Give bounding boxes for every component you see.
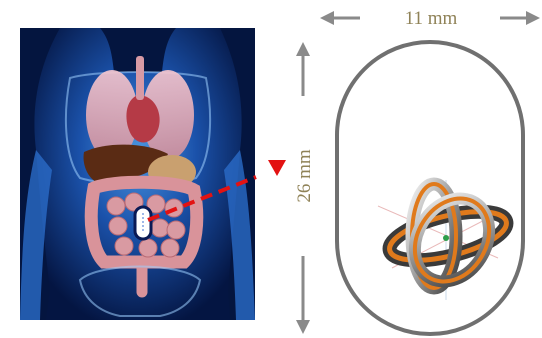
- width-label: 11 mm: [405, 8, 458, 29]
- width-arrow-right-head: [526, 11, 540, 25]
- length-label: 26 mm: [294, 149, 315, 203]
- anatomy-panel: [20, 28, 255, 320]
- trachea: [136, 56, 144, 100]
- pointer-head: [268, 160, 286, 176]
- length-arrow-bottom-head: [296, 320, 310, 334]
- width-arrow-left-head: [320, 11, 334, 25]
- length-arrow-top-head: [296, 42, 310, 56]
